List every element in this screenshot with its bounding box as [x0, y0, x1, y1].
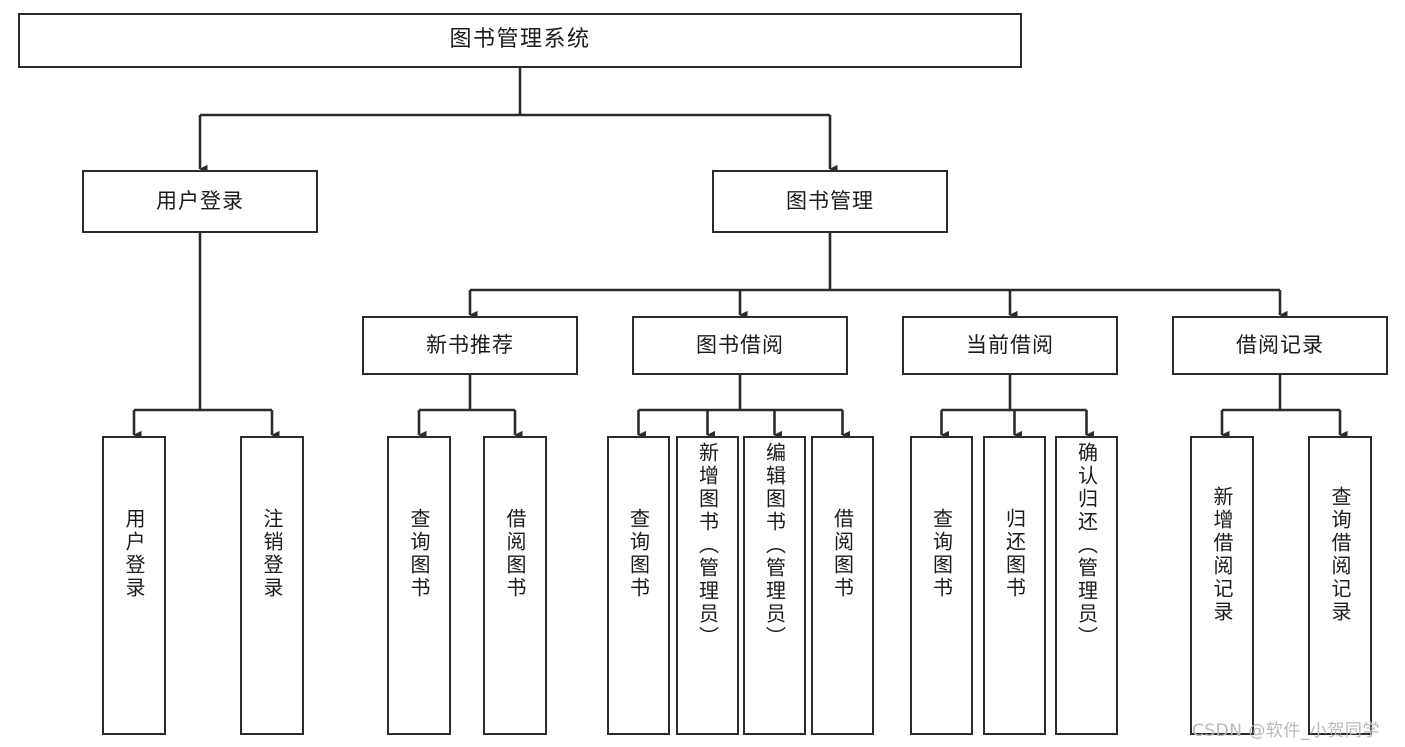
node-box-leaf-logout[interactable]: 注销登录: [240, 436, 304, 735]
node-label-leaf-logout: 注销登录: [260, 508, 284, 600]
node-label-leaf-return-book: 归还图书: [1002, 508, 1027, 600]
node-label-borrow-record: 借阅记录: [1236, 332, 1324, 357]
node-box-borrow-record[interactable]: 借阅记录: [1172, 316, 1388, 375]
node-box-leaf-add-record[interactable]: 新增借阅记录: [1190, 436, 1254, 735]
node-label-leaf-borrow-book-1: 借阅图书: [503, 508, 527, 600]
node-box-leaf-edit-book[interactable]: 编辑图书（管理员）: [743, 436, 806, 735]
node-box-leaf-add-book[interactable]: 新增图书（管理员）: [676, 436, 739, 735]
node-label-leaf-query-book-3: 查询图书: [929, 508, 954, 600]
node-label-book-manage: 图书管理: [786, 188, 874, 213]
node-box-leaf-user-login[interactable]: 用户登录: [102, 436, 166, 735]
node-label-leaf-query-book-1: 查询图书: [407, 508, 431, 600]
node-box-book-manage[interactable]: 图书管理: [712, 170, 948, 233]
node-box-leaf-query-record[interactable]: 查询借阅记录: [1308, 436, 1372, 735]
node-label-leaf-borrow-book-2: 借阅图书: [830, 508, 855, 600]
node-label-book-borrow: 图书借阅: [696, 332, 784, 357]
node-box-leaf-borrow-book-2[interactable]: 借阅图书: [811, 436, 874, 735]
node-label-current-borrow: 当前借阅: [966, 332, 1054, 357]
node-label-leaf-query-book-2: 查询图书: [626, 508, 651, 600]
node-box-root[interactable]: 图书管理系统: [18, 13, 1022, 68]
node-box-book-borrow[interactable]: 图书借阅: [632, 316, 848, 375]
node-label-root: 图书管理系统: [449, 27, 591, 53]
node-box-leaf-query-book-1[interactable]: 查询图书: [387, 436, 451, 735]
node-box-leaf-borrow-book-1[interactable]: 借阅图书: [483, 436, 547, 735]
node-box-leaf-query-book-2[interactable]: 查询图书: [607, 436, 670, 735]
node-box-user-login[interactable]: 用户登录: [82, 170, 318, 233]
node-label-leaf-query-record: 查询借阅记录: [1328, 486, 1352, 624]
node-box-leaf-return-book[interactable]: 归还图书: [983, 436, 1046, 735]
node-box-current-borrow[interactable]: 当前借阅: [902, 316, 1118, 375]
node-label-leaf-add-book: 新增图书（管理员）: [695, 442, 720, 649]
node-label-leaf-confirm-return: 确认归还（管理员）: [1074, 442, 1099, 649]
node-box-leaf-query-book-3[interactable]: 查询图书: [910, 436, 973, 735]
node-label-leaf-add-record: 新增借阅记录: [1210, 486, 1234, 624]
node-label-user-login: 用户登录: [156, 188, 244, 213]
node-label-new-book-recommend: 新书推荐: [426, 332, 514, 357]
connector-group: [132, 68, 1348, 440]
node-label-leaf-edit-book: 编辑图书（管理员）: [762, 442, 787, 649]
node-box-leaf-confirm-return[interactable]: 确认归还（管理员）: [1055, 436, 1118, 735]
node-label-leaf-user-login: 用户登录: [122, 508, 146, 600]
node-box-new-book-recommend[interactable]: 新书推荐: [362, 316, 578, 375]
